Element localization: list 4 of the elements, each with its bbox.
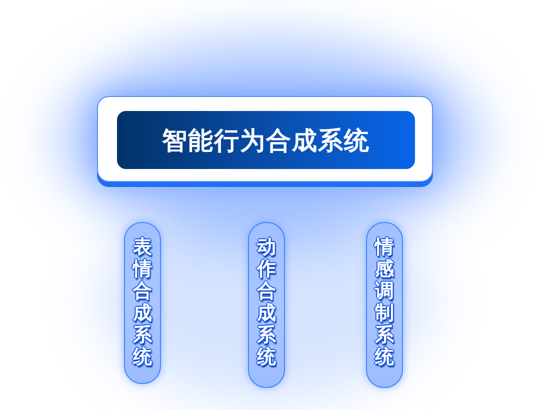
- system-title-banner: 智能行为合成系统: [117, 111, 415, 169]
- subsystem-capsule: 表情合成系统: [124, 222, 161, 384]
- subsystem-capsule: 动作合成系统: [248, 222, 285, 388]
- subsystem-capsule: 情感调制系统: [366, 222, 403, 388]
